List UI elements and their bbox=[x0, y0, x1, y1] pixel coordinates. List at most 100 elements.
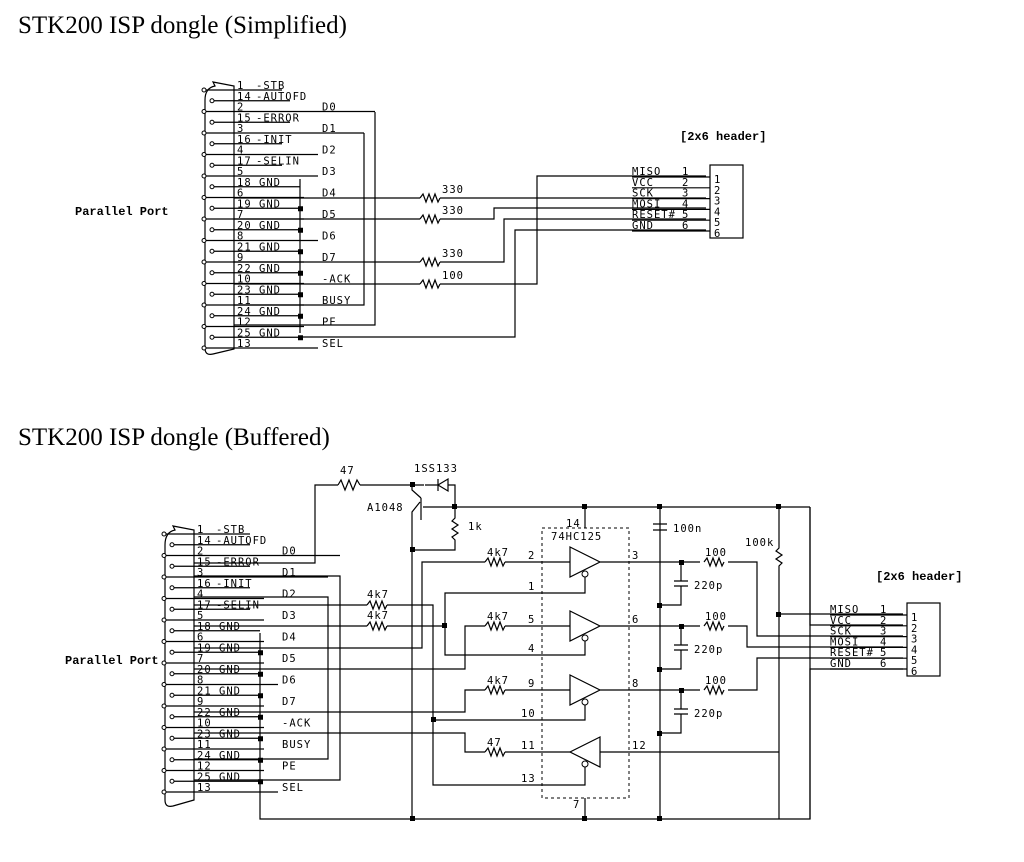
wire-d7-b bbox=[194, 689, 485, 713]
ic-pin-label: 3 bbox=[632, 550, 639, 562]
wire-supply-in bbox=[194, 484, 338, 564]
wire-d5-b bbox=[194, 625, 485, 670]
pin-number: 4 bbox=[197, 589, 204, 601]
resistor-value: 100 bbox=[442, 270, 464, 282]
pin-terminal bbox=[161, 682, 167, 687]
pin-terminal bbox=[169, 692, 175, 698]
pin-name: -ERROR bbox=[256, 112, 300, 124]
header-pin-number: 6 bbox=[682, 220, 689, 232]
wire-oe4 bbox=[432, 720, 542, 786]
pin-terminal bbox=[209, 119, 215, 125]
header-box-pin: 3 bbox=[714, 196, 721, 208]
pin-terminal bbox=[169, 671, 175, 677]
pin-number: 23 bbox=[197, 728, 212, 740]
parallel-port-label-simplified: Parallel Port bbox=[75, 205, 169, 219]
ic-pin-label: 10 bbox=[521, 708, 536, 720]
pin-name: GND bbox=[219, 621, 241, 633]
pin-name: D3 bbox=[282, 610, 297, 622]
pin-number: 18 bbox=[197, 621, 212, 633]
pin-name: GND bbox=[219, 728, 241, 740]
pin-number: 12 bbox=[197, 761, 212, 773]
resistor-symbol bbox=[703, 556, 725, 568]
resistor-symbol bbox=[484, 746, 506, 758]
pin-name: -STB bbox=[256, 80, 285, 92]
header-pin-number: 2 bbox=[880, 615, 887, 627]
ic-pin-label: 13 bbox=[521, 773, 536, 785]
header-pin-name: GND bbox=[830, 658, 852, 670]
pin-name: D4 bbox=[282, 632, 297, 644]
wire-d0-pe-b bbox=[194, 575, 341, 781]
transistor-label: A1048 bbox=[367, 502, 404, 514]
buffer-triangle bbox=[568, 736, 629, 768]
resistor-value: 330 bbox=[442, 184, 464, 196]
pin-name: BUSY bbox=[322, 295, 351, 307]
diode-label: 1SS133 bbox=[414, 463, 458, 475]
pin-terminal bbox=[201, 302, 207, 308]
header-box-pin: 2 bbox=[911, 623, 918, 635]
r-pullup-symbol bbox=[774, 507, 784, 819]
output-cap-value: 220p bbox=[694, 708, 723, 720]
pin-name: D2 bbox=[322, 145, 337, 157]
pin-number: 25 bbox=[237, 327, 252, 339]
pin-terminal bbox=[209, 248, 215, 254]
wire-out1-sck bbox=[728, 561, 903, 637]
pin-terminal bbox=[169, 735, 175, 741]
resistor-symbol bbox=[419, 278, 441, 290]
header-label-simplified: [2x6 header] bbox=[680, 130, 766, 144]
pin-name: D5 bbox=[282, 653, 297, 665]
title-buffered: STK200 ISP dongle (Buffered) bbox=[18, 424, 330, 451]
pin-name: -INIT bbox=[216, 578, 253, 590]
pin-terminal bbox=[201, 109, 207, 114]
pin-name: GND bbox=[219, 750, 241, 762]
pin-terminal bbox=[169, 542, 175, 548]
enable-bubble bbox=[581, 570, 589, 578]
header-box-simplified bbox=[709, 164, 744, 239]
junction bbox=[410, 547, 415, 552]
pin-name: SEL bbox=[282, 782, 304, 794]
junction bbox=[657, 731, 662, 736]
pin-name: GND bbox=[259, 263, 281, 275]
pin-number: 11 bbox=[237, 295, 252, 307]
pin-name: GND bbox=[259, 220, 281, 232]
pin-name: D7 bbox=[282, 696, 297, 708]
pin-terminal bbox=[209, 270, 215, 276]
pin-number: 10 bbox=[237, 274, 252, 286]
resistor-symbol bbox=[703, 684, 725, 696]
pin-name: D1 bbox=[322, 123, 337, 135]
pin-number: 2 bbox=[197, 546, 204, 558]
pin-terminal bbox=[209, 227, 215, 233]
pin-name: D0 bbox=[322, 102, 337, 114]
pin-name: GND bbox=[259, 198, 281, 210]
pin-terminal bbox=[161, 660, 167, 666]
header-box-pin: 4 bbox=[714, 206, 721, 218]
resistor-symbol bbox=[419, 192, 441, 204]
pin-terminal bbox=[209, 313, 215, 319]
enable-wire bbox=[542, 641, 586, 656]
output-cap-symbol bbox=[660, 690, 688, 734]
resistor-value: 330 bbox=[442, 205, 464, 217]
header-pin-number: 4 bbox=[880, 636, 887, 648]
header-pin-number: 3 bbox=[880, 626, 887, 638]
pin-name: D1 bbox=[282, 567, 297, 579]
pin-name: D2 bbox=[282, 589, 297, 601]
header-box-pin: 2 bbox=[714, 185, 721, 197]
enable-wire bbox=[542, 705, 586, 721]
pin-number: 6 bbox=[197, 632, 204, 644]
junction bbox=[298, 335, 303, 341]
pin-name: GND bbox=[259, 327, 281, 339]
junction bbox=[442, 623, 447, 628]
ic-pin-label: 2 bbox=[528, 550, 535, 562]
ic-pin-label: 5 bbox=[528, 614, 535, 626]
db25-connector-buffered bbox=[164, 525, 195, 807]
pin-terminal bbox=[161, 725, 167, 730]
pin-name: D0 bbox=[282, 546, 297, 558]
pin-name: D5 bbox=[322, 209, 337, 221]
ic-pin-label: 12 bbox=[632, 740, 647, 752]
pin-number: 14 bbox=[237, 91, 252, 103]
pin-number: 19 bbox=[237, 198, 252, 210]
